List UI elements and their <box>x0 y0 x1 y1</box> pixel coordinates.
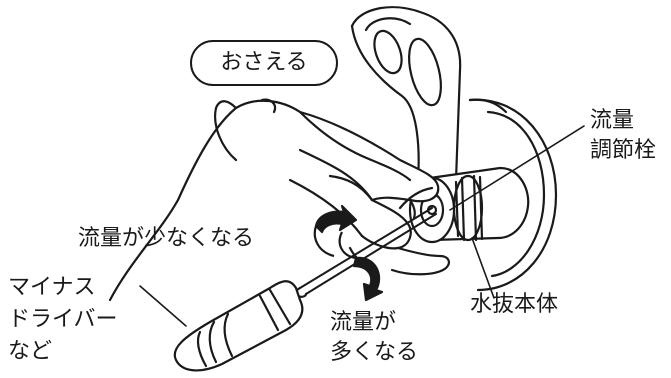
screwdriver-line-1: マイナス <box>8 275 96 300</box>
screwdriver-label: マイナス ドライバー など <box>8 272 118 368</box>
screwdriver-line-3: など <box>8 339 53 364</box>
leader-lines <box>139 125 585 327</box>
arrow-ccw-icon <box>314 204 358 234</box>
press-label: おさえる <box>190 40 338 86</box>
screwdriver-shape <box>173 207 437 372</box>
drain-body-shape <box>408 166 530 244</box>
rotation-arrows <box>313 204 384 302</box>
hand-shape <box>108 98 450 302</box>
flow-increase-label: 流量が 多くなる <box>330 308 418 368</box>
flow-increase-line-2: 多くなる <box>330 340 419 365</box>
flow-adjust-valve-label: 流量 調節栓 <box>590 106 656 166</box>
screwdriver-line-2: ドライバー <box>8 307 118 332</box>
drain-body-text: 水抜本体 <box>470 292 559 317</box>
flow-adjust-line-1: 流量 <box>590 108 635 133</box>
flow-decrease-label: 流量が少なくなる <box>78 226 254 252</box>
flow-decrease-text: 流量が少なくなる <box>78 226 255 251</box>
flow-increase-line-1: 流量が <box>330 310 397 335</box>
flow-adjust-line-2: 調節栓 <box>590 138 657 163</box>
arrow-cw-icon <box>352 256 384 302</box>
drain-body-label: 水抜本体 <box>470 292 558 318</box>
handle-arm <box>350 6 462 182</box>
press-label-text: おさえる <box>220 50 308 75</box>
